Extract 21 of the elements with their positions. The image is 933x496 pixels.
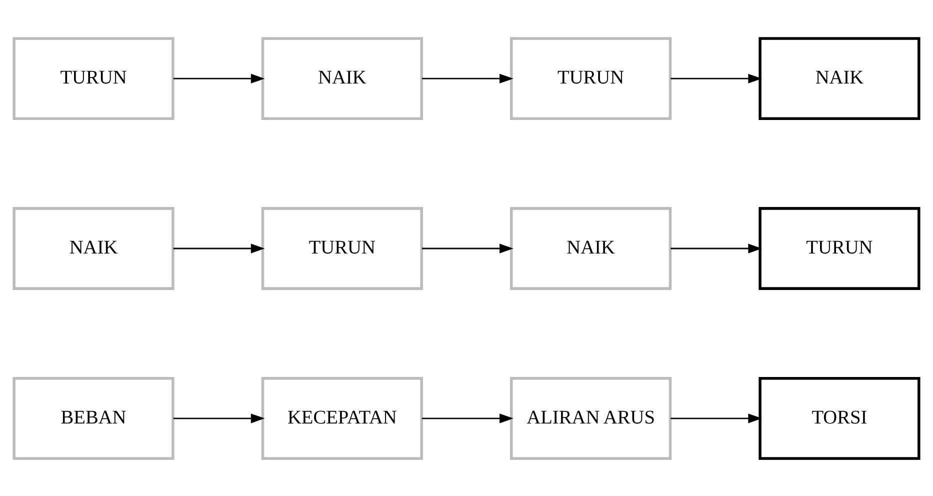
arrow: [173, 243, 265, 253]
node-box: TURUN: [261, 206, 423, 290]
node-box: TURUN: [12, 36, 174, 120]
arrow: [422, 413, 514, 423]
node-box: NAIK: [261, 36, 423, 120]
node-box: NAIK: [12, 206, 174, 290]
arrow: [173, 73, 265, 83]
node-box: TURUN: [510, 36, 672, 120]
node-box: KECEPATAN: [261, 376, 423, 460]
arrow: [173, 413, 265, 423]
arrow: [422, 243, 514, 253]
arrow: [670, 243, 762, 253]
node-box: NAIK: [758, 36, 920, 120]
arrow: [670, 413, 762, 423]
arrow: [422, 73, 514, 83]
node-box: BEBAN: [12, 376, 174, 460]
node-box: ALIRAN ARUS: [510, 376, 672, 460]
arrow: [670, 73, 762, 83]
node-box: TURUN: [758, 206, 920, 290]
node-box: TORSI: [758, 376, 920, 460]
node-box: NAIK: [510, 206, 672, 290]
